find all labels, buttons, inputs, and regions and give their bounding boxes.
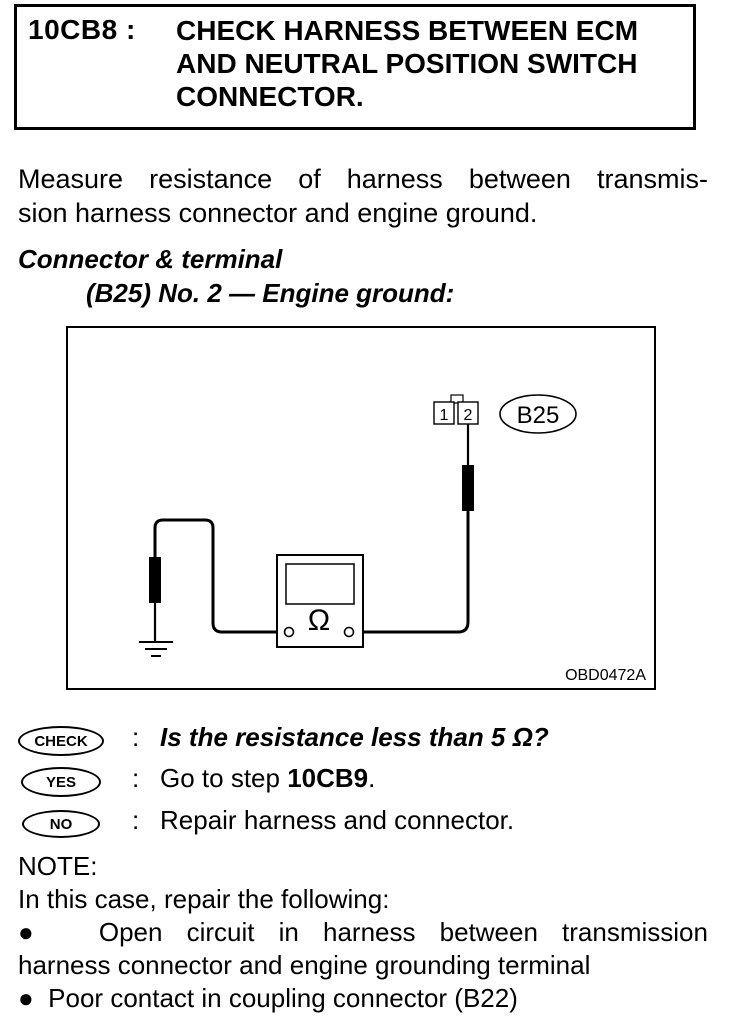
connector-pin-2: 2 [464, 407, 473, 424]
probe-handle-left [149, 557, 161, 603]
lead-wire-right [350, 511, 470, 634]
lead-wire-left [153, 518, 285, 634]
ohmmeter-symbol: Ω [308, 604, 330, 637]
bullet-icon: ● [18, 983, 34, 1013]
step-title-line-2: AND NEUTRAL POSITION SWITCH [176, 48, 638, 79]
step-id: 10CB8 : [28, 14, 136, 45]
wiring-diagram: 1 2 B25 Ω OBD0472A [66, 326, 656, 690]
yes-next-step: 10CB9 [287, 763, 369, 793]
connector-id-badge [499, 394, 577, 434]
no-action: Repair harness and connector. [160, 805, 515, 835]
note-section: NOTE: In this case, repair the following… [18, 850, 708, 1015]
instruction-line-1: Measure resistance of harness between tr… [18, 164, 708, 194]
check-badge-label: CHECK [18, 726, 104, 756]
yes-badge: YES [18, 765, 104, 799]
figure-code: OBD0472A [565, 667, 646, 684]
title-box [14, 4, 696, 130]
yes-action: Go to step 10CB9. [160, 763, 375, 794]
connector-pin-1: 1 [440, 407, 449, 424]
step-title-line-1: CHECK HARNESS BETWEEN ECM [176, 15, 639, 46]
instruction-line-2: sion harness connector and engine ground… [18, 198, 538, 228]
no-badge: NO [18, 807, 104, 841]
connector-terminal-spec: (B25) No. 2 — Engine ground: [86, 278, 455, 308]
note-bullet-1-text: Open circuit in harness between transmis… [98, 917, 708, 947]
note-heading: NOTE: [18, 851, 98, 881]
note-bullet-1-line-1: ● Open circuit in harness between transm… [18, 916, 708, 949]
check-question: Is the resistance less than 5 Ω? [160, 722, 549, 752]
instruction-text: Measure resistance of harness between tr… [18, 162, 708, 230]
no-badge-label: NO [22, 810, 100, 838]
bullet-icon: ● [18, 917, 51, 947]
connector-icon: 1 2 [433, 394, 479, 425]
connector-id-label: B25 [517, 402, 560, 429]
probe-handle-right [462, 465, 474, 511]
yes-action-suffix: . [368, 763, 376, 793]
check-colon: : [132, 722, 140, 752]
connector-terminal-label: Connector & terminal [18, 244, 283, 274]
check-badge: CHECK [18, 724, 104, 758]
no-colon: : [132, 805, 140, 835]
ground-icon [139, 641, 173, 657]
note-bullet-1-line-2: harness connector and engine grounding t… [18, 950, 591, 980]
yes-colon: : [132, 763, 140, 793]
note-intro: In this case, repair the following: [18, 884, 390, 914]
step-title-line-3: CONNECTOR. [176, 81, 364, 112]
note-bullet-2-text: Poor contact in coupling connector (B22) [48, 983, 518, 1013]
note-bullet-2: ● Poor contact in coupling connector (B2… [18, 982, 708, 1015]
step-title: CHECK HARNESS BETWEEN ECM AND NEUTRAL PO… [176, 14, 696, 113]
ohmmeter-icon: Ω [276, 554, 364, 648]
yes-action-prefix: Go to step [160, 763, 288, 793]
yes-badge-label: YES [21, 767, 101, 797]
